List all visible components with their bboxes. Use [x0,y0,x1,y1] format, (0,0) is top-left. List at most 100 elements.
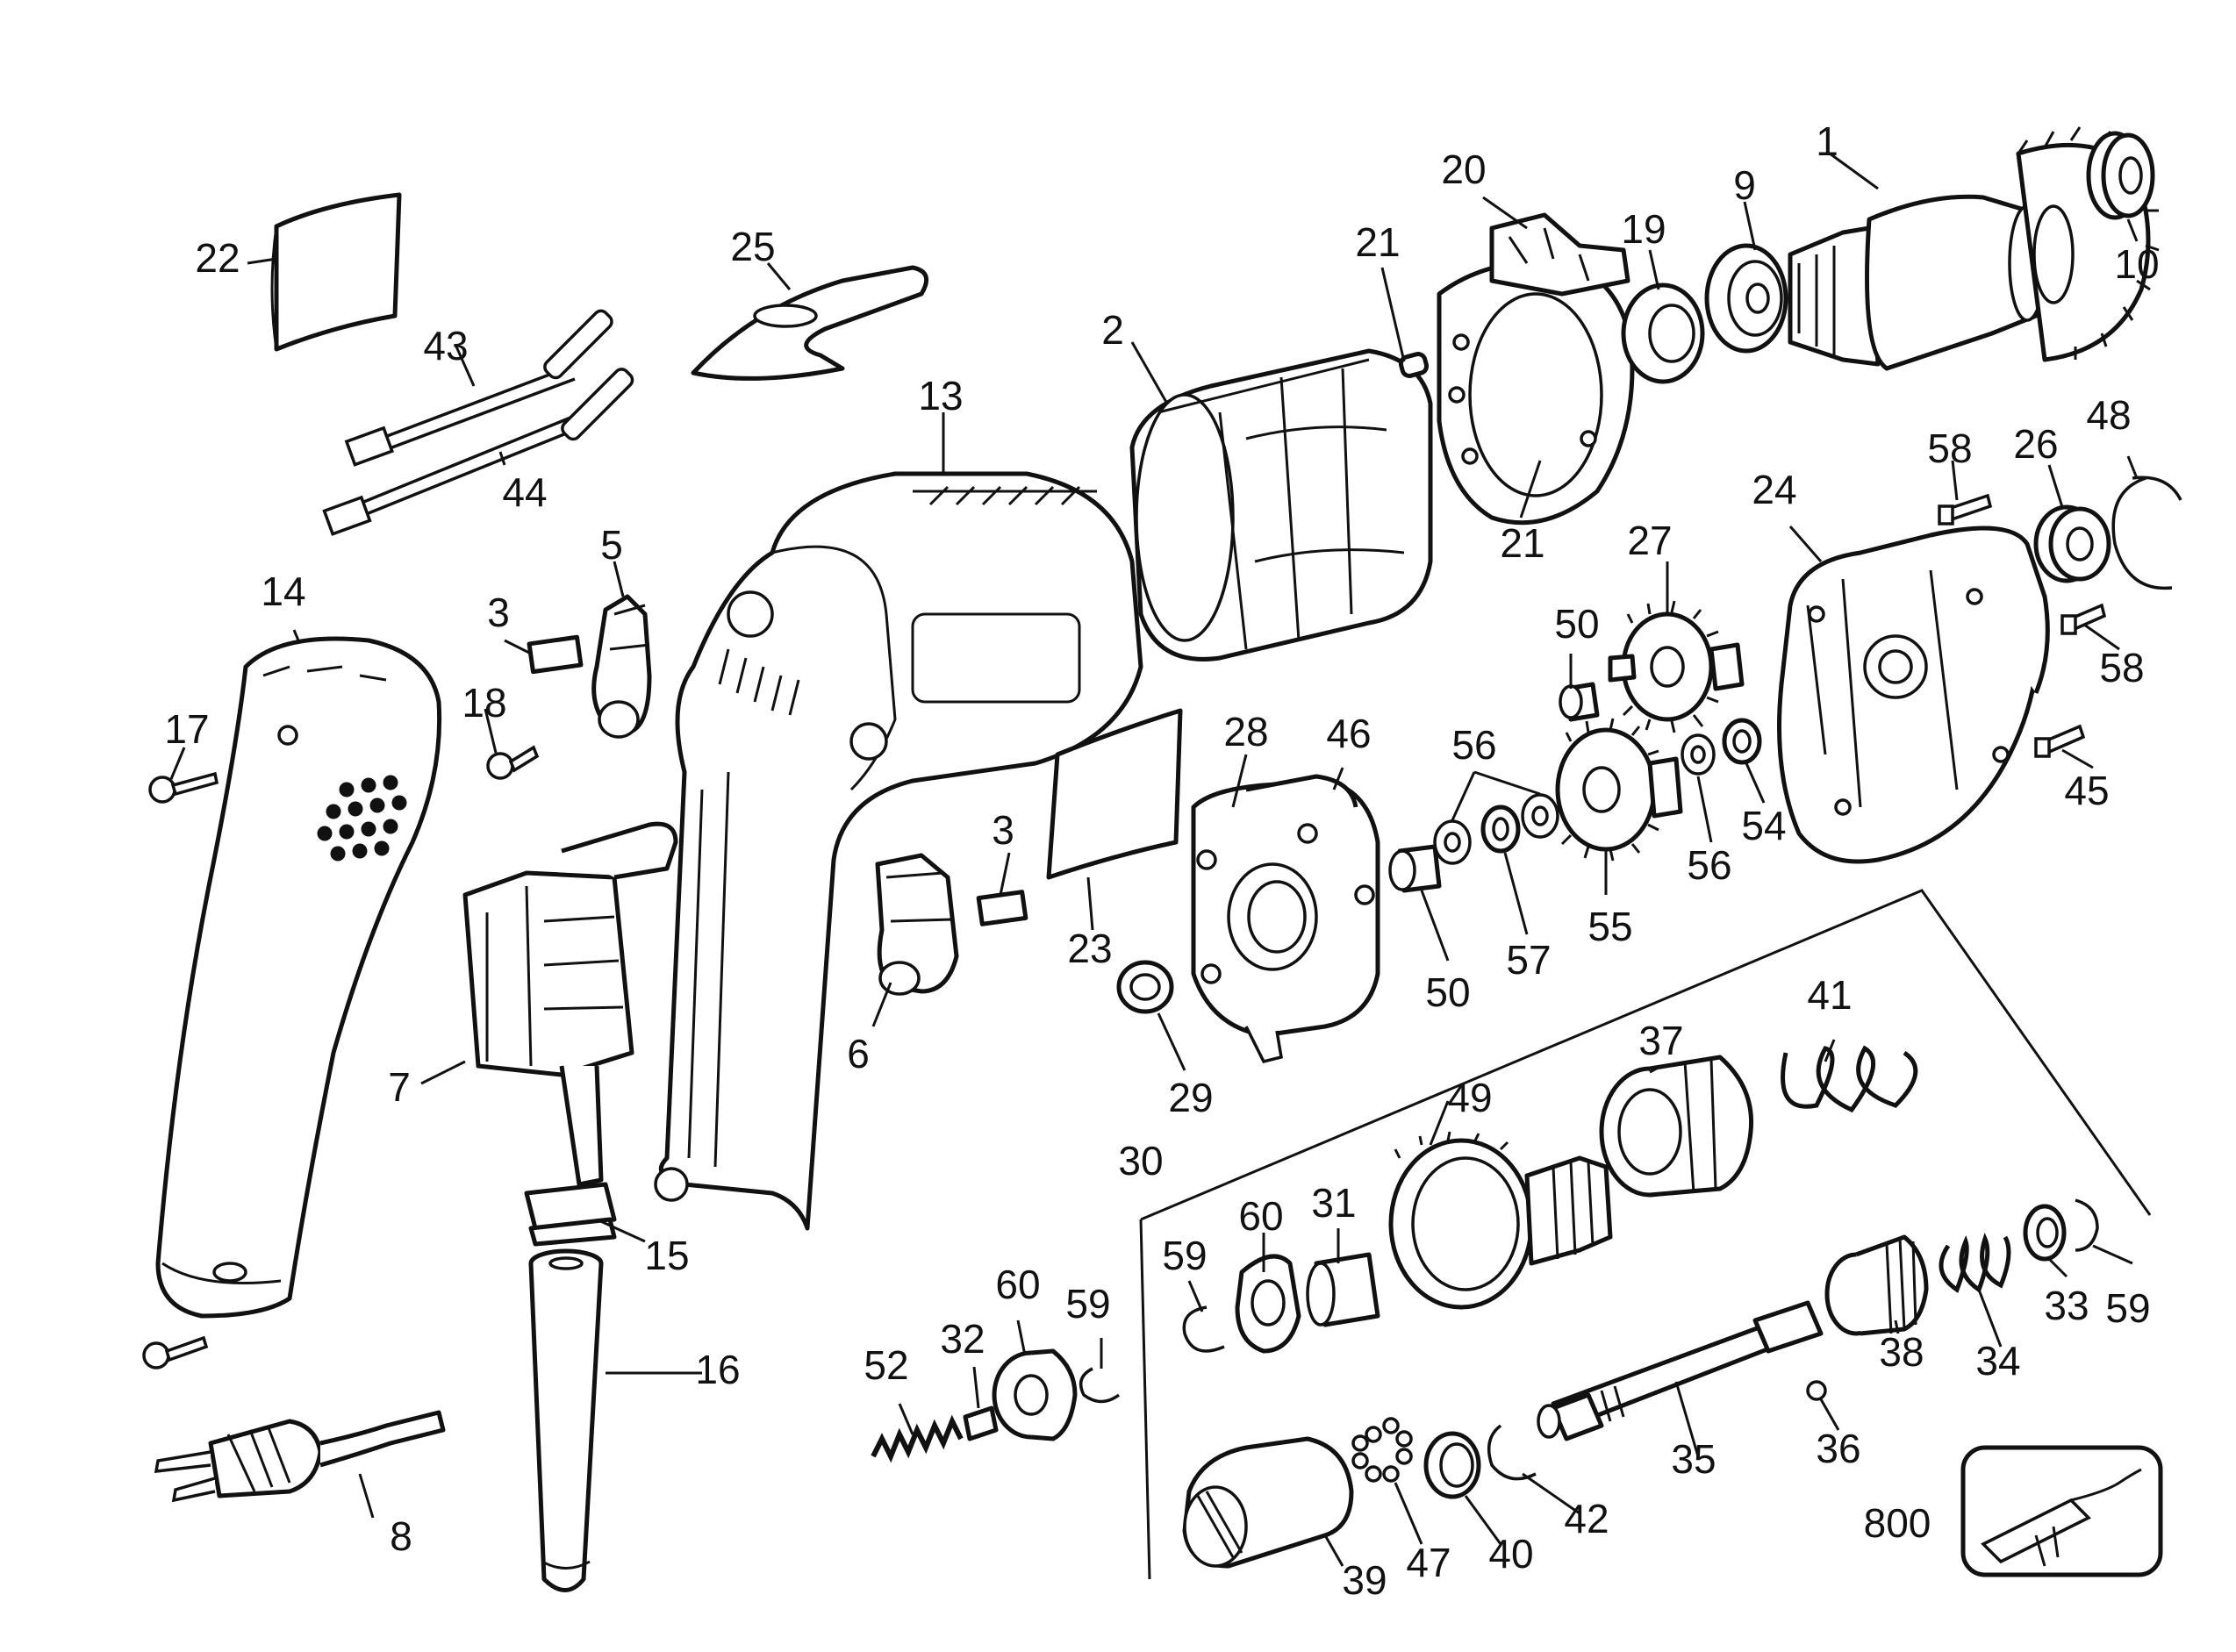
part-42-retaining-ring [1487,1424,1537,1481]
part-3-brushes [527,634,1028,926]
callout-17: 17 [164,706,209,752]
part-56-washers [1433,733,1716,865]
part-14-handle-cover [155,636,442,1319]
callout-21: 21 [1355,219,1400,265]
callout-20: 20 [1441,147,1486,192]
callout-numbers: 1 2 3 3 5 6 7 8 9 10 13 14 15 16 17 18 1… [164,118,2159,1603]
callout-3: 3 [992,807,1014,853]
callout-41: 41 [1807,972,1852,1018]
callout-58: 58 [2099,645,2144,690]
callout-31: 31 [1311,1180,1356,1226]
part-55-gear [1555,718,1683,862]
part-24-gear-case [1777,526,2050,864]
callout-33: 33 [2044,1283,2089,1328]
callout-1: 1 [1816,118,1838,164]
part-29-washer [1116,960,1174,1014]
callout-52: 52 [864,1342,908,1388]
callout-27: 27 [1627,518,1672,563]
callout-47: 47 [1406,1540,1451,1585]
part-40-washer [1423,1431,1481,1499]
part-16-cord-protector [528,1248,604,1592]
callout-7: 7 [388,1064,411,1110]
part-52-spring [871,1414,964,1463]
callout-23: 23 [1067,926,1112,971]
part-45-screw [2034,724,2086,758]
part-28-46-bearing-plate [1191,774,1380,1064]
part-17-screws [142,771,219,1370]
part-27-gear [1608,600,1745,733]
callout-3: 3 [487,590,510,635]
callout-55: 55 [1587,904,1632,949]
part-34-spring [1939,1232,2011,1293]
part-13-motor-housing [654,471,1143,1231]
callout-10: 10 [2114,241,2159,287]
callout-30: 30 [1118,1138,1163,1184]
part-59-retaining-rings [1079,1198,2099,1404]
callout-42: 42 [1564,1496,1609,1541]
part-19-bearing [1621,282,1705,384]
callout-60: 60 [1238,1193,1283,1239]
callout-15: 15 [644,1233,689,1278]
part-49-clutch-cup [1388,1131,1613,1310]
leader-lines [169,152,2139,1567]
part-60-gear-b [992,1348,1078,1441]
callout-14: 14 [261,569,305,614]
part-58-screws [1938,493,2107,635]
callout-45: 45 [2064,768,2109,813]
part-25-cover [691,265,929,381]
part-9-fan [1704,243,1788,354]
callout-60: 60 [995,1262,1040,1307]
part-26-bearing [2033,504,2111,583]
callout-13: 13 [918,373,963,418]
subassembly-30-bracket [1140,889,2152,1221]
callout-29: 29 [1168,1075,1213,1120]
callout-54: 54 [1741,803,1786,848]
callout-39: 39 [1342,1557,1387,1603]
callout-46: 46 [1326,711,1371,756]
part-33-washer [2023,1204,2067,1262]
callout-57: 57 [1506,937,1551,983]
callout-49: 49 [1447,1075,1492,1120]
part-43-44-lead-wires [322,309,634,536]
callout-44: 44 [502,469,547,515]
callout-18: 18 [462,680,506,726]
part-54-bearing [1722,718,1762,765]
callout-50: 50 [1554,601,1599,647]
callout-21: 21 [1500,520,1544,566]
callout-800: 800 [1864,1500,1931,1546]
part-41-spring [1781,1045,1918,1113]
callout-59: 59 [1162,1233,1207,1278]
callout-22: 22 [195,235,240,281]
part-15-strain-relief [524,1182,617,1247]
part-37-clutch-ring [1599,1055,1754,1198]
part-57-spring-washer [1480,805,1521,854]
callout-25: 25 [730,224,775,269]
callout-2: 2 [1101,307,1124,353]
callout-26: 26 [2013,421,2058,467]
callout-16: 16 [695,1347,740,1392]
callout-6: 6 [847,1031,870,1076]
part-36-ball [1806,1380,1827,1401]
part-2-field [1129,348,1433,662]
callout-35: 35 [1671,1436,1716,1482]
part-47-balls [1351,1417,1413,1483]
part-8-power-cord [154,1410,446,1503]
callout-24: 24 [1752,467,1796,512]
part-800-kit-box [1960,1445,2163,1577]
part-23-label [1046,708,1183,880]
part-20-brush-ring [1437,212,1635,526]
part-60-gear-a [1235,1254,1301,1354]
callout-37: 37 [1638,1018,1683,1063]
callout-59: 59 [1065,1281,1110,1327]
part-5-brush-holder [591,594,652,739]
callout-8: 8 [390,1513,412,1559]
callout-32: 32 [940,1316,985,1362]
callout-36: 36 [1816,1426,1860,1471]
part-18-screw [486,745,540,780]
part-38-clutch [1824,1234,1929,1336]
part-31-bushing [1306,1252,1380,1327]
callout-43: 43 [423,323,468,368]
callout-9: 9 [1733,162,1756,208]
part-32-plunger [963,1405,999,1441]
